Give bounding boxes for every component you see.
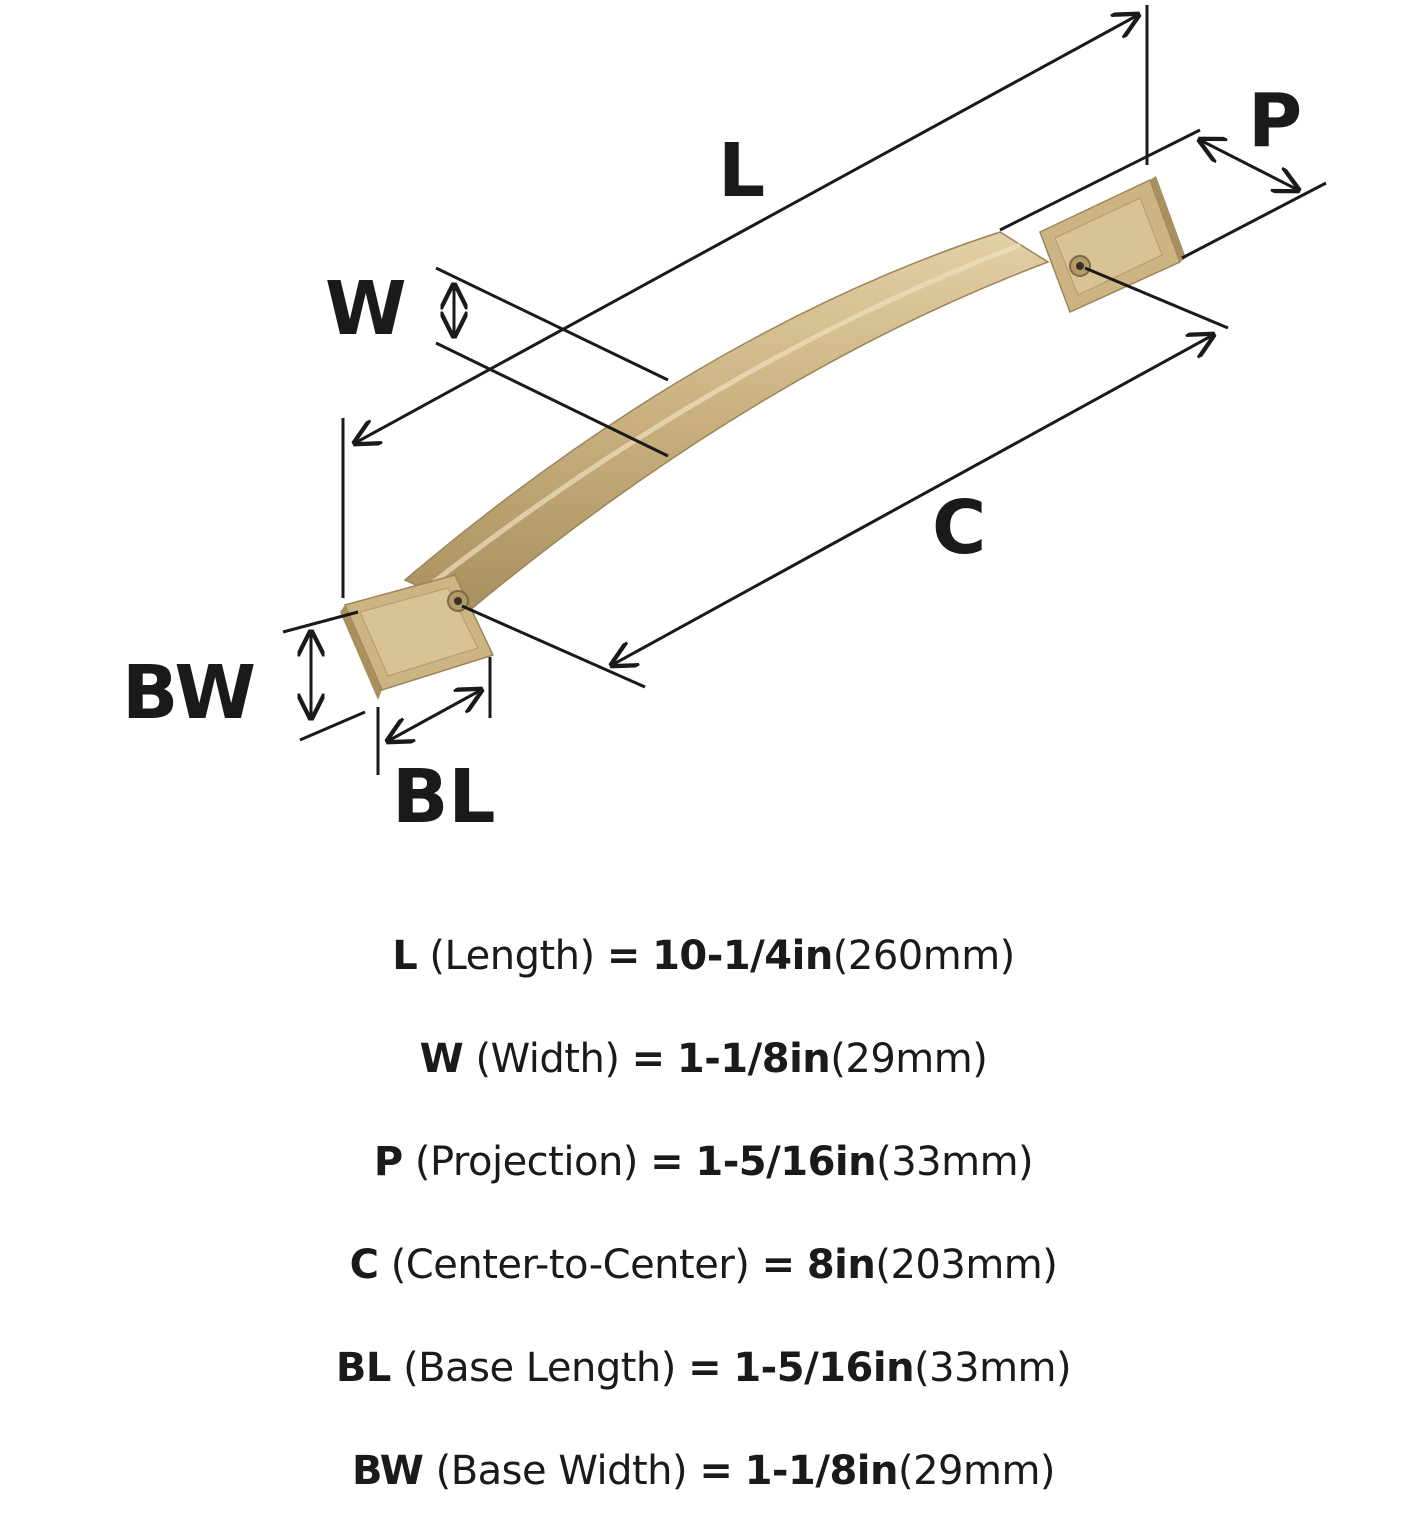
spec-equals: = bbox=[688, 1345, 722, 1391]
handle-dimension-diagram: L W P C BW BL bbox=[122, 5, 1327, 840]
spec-length: L (Length) = 10-1/4in(260mm) bbox=[0, 905, 1407, 1008]
spec-name: (Projection) bbox=[414, 1139, 639, 1185]
spec-imperial: 1-1/8in bbox=[744, 1448, 899, 1494]
spec-key: P bbox=[373, 1139, 403, 1185]
spec-equals: = bbox=[761, 1242, 796, 1288]
spec-metric: (203mm) bbox=[875, 1242, 1058, 1288]
spec-equals: = bbox=[606, 933, 641, 979]
spec-metric: (33mm) bbox=[914, 1345, 1072, 1391]
spec-name: (Base Width) bbox=[435, 1448, 688, 1494]
spec-name: (Center-to-Center) bbox=[390, 1242, 750, 1288]
dimension-lines bbox=[282, 5, 1327, 775]
cabinet-pull-handle bbox=[340, 176, 1186, 700]
spec-equals: = bbox=[631, 1036, 666, 1082]
spec-equals: = bbox=[699, 1448, 733, 1494]
left-base bbox=[340, 574, 495, 700]
center-to-center-arrow bbox=[612, 335, 1213, 665]
spec-key: W bbox=[419, 1036, 464, 1082]
length-arrow bbox=[355, 15, 1138, 443]
spec-base-width: BW (Base Width) = 1-1/8in(29mm) bbox=[0, 1420, 1407, 1523]
spec-metric: (260mm) bbox=[832, 933, 1016, 979]
spec-metric: (29mm) bbox=[898, 1448, 1056, 1494]
spec-center-to-center: C (Center-to-Center) = 8in(203mm) bbox=[0, 1214, 1407, 1317]
spec-projection: P (Projection) = 1-5/16in(33mm) bbox=[0, 1111, 1407, 1214]
spec-imperial: 1-1/8in bbox=[676, 1036, 831, 1082]
label-p: P bbox=[1248, 78, 1302, 164]
label-l: L bbox=[718, 128, 765, 214]
spec-key: BL bbox=[335, 1345, 391, 1391]
spec-name: (Length) bbox=[429, 933, 595, 979]
spec-imperial: 8in bbox=[806, 1242, 876, 1288]
specification-list: L (Length) = 10-1/4in(260mm) W (Width) =… bbox=[0, 905, 1407, 1523]
spec-name: (Width) bbox=[475, 1036, 620, 1082]
spec-key: L bbox=[392, 933, 418, 979]
spec-base-length: BL (Base Length) = 1-5/16in(33mm) bbox=[0, 1317, 1407, 1420]
label-bw: BW bbox=[122, 650, 256, 736]
spec-imperial: 1-5/16in bbox=[695, 1139, 877, 1185]
spec-name: (Base Length) bbox=[403, 1345, 676, 1391]
spec-metric: (29mm) bbox=[830, 1036, 988, 1082]
spec-metric: (33mm) bbox=[876, 1139, 1034, 1185]
spec-imperial: 1-5/16in bbox=[733, 1345, 915, 1391]
spec-width: W (Width) = 1-1/8in(29mm) bbox=[0, 1008, 1407, 1111]
spec-equals: = bbox=[650, 1139, 684, 1185]
spec-key: C bbox=[349, 1242, 379, 1288]
spec-key: BW bbox=[351, 1448, 424, 1494]
projection-arrow bbox=[1200, 140, 1298, 190]
label-bl: BL bbox=[392, 754, 496, 840]
spec-imperial: 10-1/4in bbox=[652, 933, 833, 979]
right-base bbox=[1039, 176, 1186, 314]
label-c: C bbox=[932, 485, 986, 571]
base-length-arrow bbox=[388, 690, 481, 741]
label-w: W bbox=[325, 266, 407, 352]
